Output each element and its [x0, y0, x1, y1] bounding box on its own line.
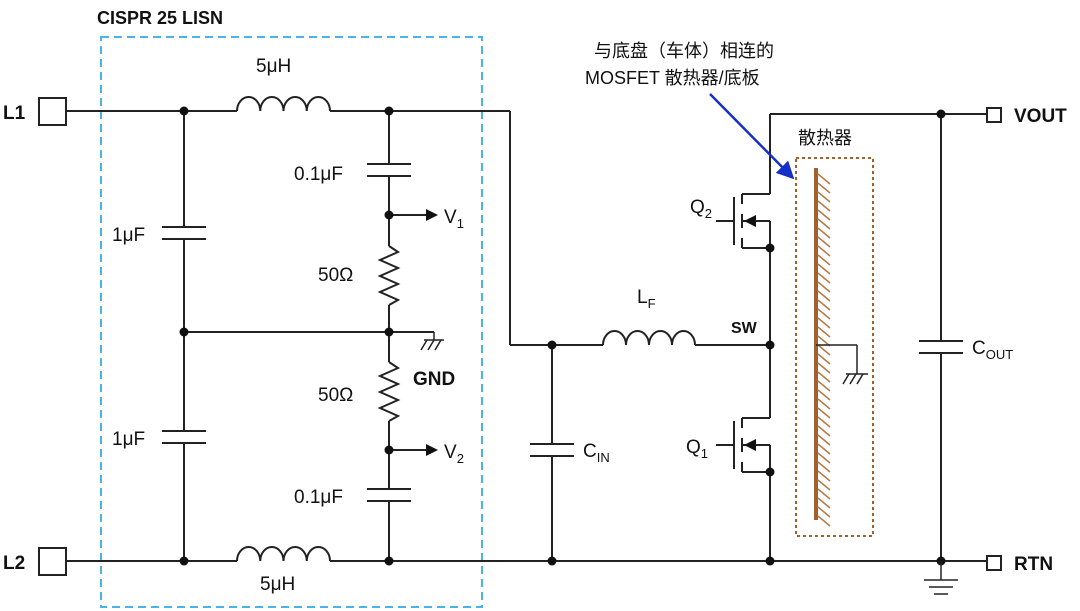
- heatsink-fin: [817, 218, 831, 230]
- heatsink-fin: [817, 344, 831, 356]
- inductor-lf: [602, 330, 696, 346]
- port-l1-label: L1: [3, 103, 26, 124]
- heatsink-fin: [817, 479, 831, 491]
- gnd-label: GND: [413, 369, 455, 390]
- heatsink-fin: [817, 263, 831, 275]
- heatsink-fin: [817, 434, 831, 446]
- earth-ground-symbol: [924, 561, 958, 595]
- cap-left-top-label: 1μF: [112, 225, 145, 246]
- inductor-bottom-5uh: 5μH: [236, 546, 331, 595]
- lf-label: LF: [637, 287, 656, 311]
- heatsink-fin: [817, 290, 831, 302]
- heatsink-fin: [817, 371, 831, 383]
- annotation-line1: 与底盘（车体）相连的: [594, 41, 774, 61]
- lisn-boundary-box: [100, 36, 483, 608]
- heatsink-chassis-ground: [816, 344, 868, 385]
- q1-label: Q1: [686, 437, 708, 461]
- heatsink-fin: [817, 317, 831, 329]
- heatsink-fin: [817, 398, 831, 410]
- heatsink-fin: [817, 461, 831, 473]
- res-top-label: 50Ω: [318, 265, 353, 286]
- cout-label: COUT: [972, 338, 1013, 362]
- heatsink-fin: [817, 209, 831, 221]
- v2-output-arrow: [389, 444, 438, 456]
- heatsink-fin: [817, 353, 831, 365]
- heatsink-dashed-box: [795, 157, 874, 537]
- heatsink-fin: [817, 425, 831, 437]
- v1-label: V1: [444, 207, 464, 231]
- heatsink-fin: [817, 470, 831, 482]
- heatsink-fin: [817, 407, 831, 419]
- cin-label: CIN: [583, 441, 610, 465]
- heatsink-fin: [817, 488, 831, 500]
- lisn-junction-dots: [179, 106, 394, 566]
- heatsink-label: 散热器: [798, 128, 852, 148]
- left-branch: [162, 111, 206, 561]
- heatsink-fin: [817, 191, 831, 203]
- heatsink-fin: [817, 389, 831, 401]
- heatsink-fin: [817, 245, 831, 257]
- port-rtn-label: RTN: [1014, 554, 1053, 575]
- heatsink-fin: [817, 497, 831, 509]
- output-capacitor-cout: [919, 109, 963, 566]
- lisn-title: CISPR 25 LISN: [97, 8, 223, 28]
- heatsink-fin: [817, 506, 831, 518]
- heatsink-fin: [817, 299, 831, 311]
- v1-output-arrow: [389, 209, 438, 221]
- port-vout: VOUT: [986, 106, 1067, 127]
- v2-label: V2: [444, 442, 464, 466]
- heatsink-fin: [817, 200, 831, 212]
- half-bridge-column: [765, 113, 987, 566]
- heatsink-fin: [817, 380, 831, 392]
- heatsink-fin: [817, 281, 831, 293]
- inductor-top-5uh: 5μH: [236, 56, 331, 112]
- heatsink-fin: [817, 452, 831, 464]
- port-rtn: RTN: [986, 554, 1053, 575]
- heatsink-fin: [817, 254, 831, 266]
- cap-left-bottom-label: 1μF: [112, 429, 145, 450]
- inductor-bottom-label: 5μH: [260, 574, 295, 595]
- lisn-chassis-ground-symbol: [420, 332, 444, 351]
- q2-label: Q2: [690, 197, 712, 221]
- heatsink-fin: [817, 272, 831, 284]
- heatsink-fin: [817, 362, 831, 374]
- annotation-arrow: [709, 93, 795, 180]
- mosfet-q2: [716, 193, 775, 253]
- cap-right-bottom-label: 0.1μF: [294, 487, 343, 508]
- cap-right-top-label: 0.1μF: [294, 164, 343, 185]
- top-rail-wires: [66, 110, 770, 346]
- heatsink-fin: [817, 326, 831, 338]
- heatsink-plate: [814, 168, 831, 527]
- port-l2-label: L2: [3, 553, 25, 574]
- heatsink-fin: [817, 515, 831, 527]
- heatsink-fin: [817, 443, 831, 455]
- heatsink-fin: [817, 227, 831, 239]
- mosfet-q1: [716, 417, 775, 477]
- heatsink-fin: [817, 416, 831, 428]
- heatsink-fin: [817, 236, 831, 248]
- port-l2: L2: [3, 547, 67, 576]
- heatsink-fin: [817, 182, 831, 194]
- heatsink-fin: [817, 173, 831, 185]
- port-vout-label: VOUT: [1014, 106, 1067, 127]
- sw-node-label: SW: [731, 320, 758, 337]
- heatsink-fin: [817, 308, 831, 320]
- input-capacitor-cin: [530, 340, 574, 566]
- inductor-top-label: 5μH: [256, 56, 291, 77]
- res-bottom-label: 50Ω: [318, 385, 353, 406]
- right-branch: [367, 111, 411, 561]
- port-l1: L1: [3, 97, 67, 126]
- annotation-line2: MOSFET 散热器/底板: [585, 68, 760, 88]
